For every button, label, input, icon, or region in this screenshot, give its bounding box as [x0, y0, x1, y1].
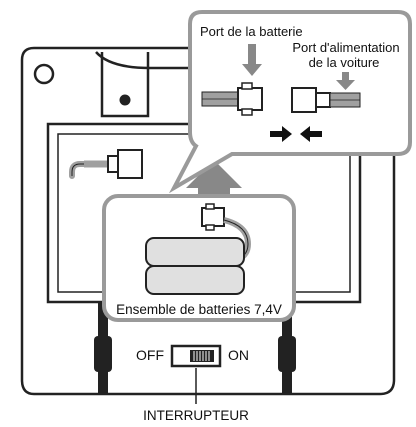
battery-cell-bottom [145, 265, 245, 295]
port-callout: Port de la batterie Port d'alimentation … [168, 10, 412, 194]
switch-off-label: OFF [136, 347, 164, 363]
battery-port-connector [237, 87, 263, 111]
car-power-port-label: Port d'alimentation [292, 40, 399, 55]
car-power-connector [291, 87, 317, 113]
screw-hole [119, 94, 131, 106]
switch-slider[interactable] [190, 350, 214, 362]
connect-arrows [270, 126, 322, 142]
battery-pack-label: Ensemble de batteries 7,4V [116, 302, 282, 317]
car-power-port-label-2: de la voiture [309, 55, 380, 70]
switch-on-label: ON [228, 347, 249, 363]
switch-name-label: INTERRUPTEUR [143, 408, 249, 423]
screw-hole [33, 63, 55, 85]
power-switch[interactable]: OFF ON INTERRUPTEUR [136, 344, 249, 423]
battery-pack-callout: Ensemble de batteries 7,4V [102, 194, 296, 322]
car-connector-in-compartment [69, 149, 143, 179]
battery-cell-top [145, 237, 245, 267]
battery-port-label: Port de la batterie [200, 24, 303, 39]
battery-connector [201, 207, 225, 227]
